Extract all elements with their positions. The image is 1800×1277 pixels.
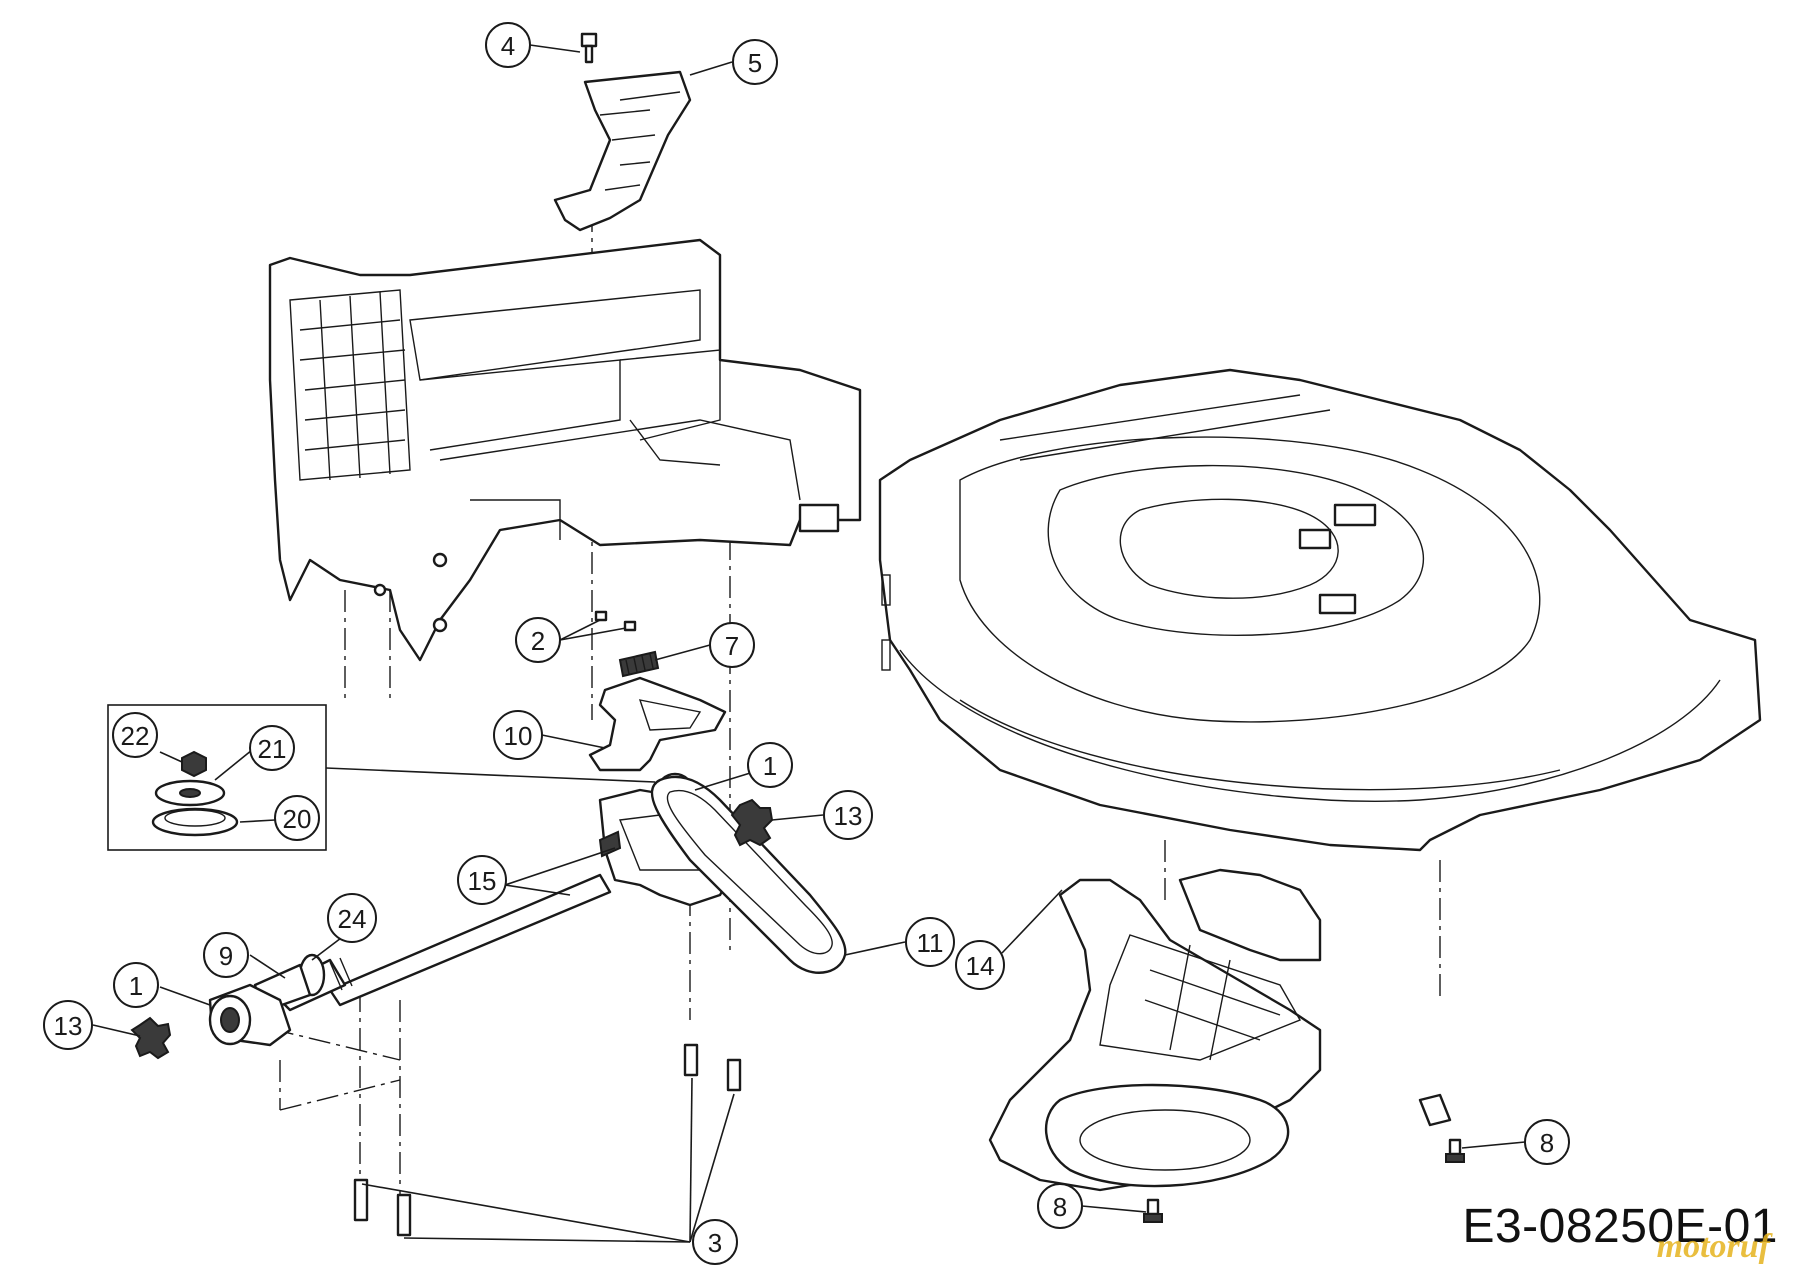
mower-deck — [878, 368, 1762, 852]
part-2-screws — [594, 610, 637, 632]
part-20-pulley — [151, 807, 239, 837]
part-11-drive-belt — [650, 775, 847, 974]
callout-label: 2 — [531, 626, 545, 656]
callout-label: 3 — [708, 1228, 722, 1258]
callout-9: 9 — [203, 932, 249, 978]
callout-label: 21 — [258, 734, 287, 764]
callout-13-upper: 13 — [823, 790, 873, 840]
callout-label: 24 — [338, 904, 367, 934]
callout-label: 1 — [763, 751, 777, 781]
part-14-discharge-chute — [988, 868, 1452, 1192]
part-8-screw-right — [1445, 1138, 1465, 1163]
diagram-code: E3-08250E-01 — [1462, 1200, 1778, 1253]
watermark-logo: motoruf — [1657, 1228, 1770, 1266]
callout-label: 7 — [725, 631, 739, 661]
part-13-drive-gear-upper — [730, 798, 774, 847]
part-21-washer — [154, 779, 226, 807]
callout-22: 22 — [112, 712, 158, 758]
callout-label: 13 — [834, 801, 863, 831]
part-10-drive-bracket — [588, 676, 727, 772]
callout-8-right: 8 — [1524, 1119, 1570, 1165]
callout-label: 8 — [1540, 1128, 1554, 1158]
watermark-text: motoruf — [1656, 1228, 1770, 1265]
callout-label: 13 — [54, 1011, 83, 1041]
callout-2: 2 — [515, 617, 561, 663]
callout-11: 11 — [905, 917, 955, 967]
rear-frame-housing — [268, 238, 862, 662]
callout-label: 14 — [966, 951, 995, 981]
callout-10: 10 — [493, 710, 543, 760]
callout-label: 22 — [121, 721, 150, 751]
callout-13-lower: 13 — [43, 1000, 93, 1050]
callout-1-lower: 1 — [113, 962, 159, 1008]
callout-label: 1 — [129, 971, 143, 1001]
callout-5: 5 — [732, 39, 778, 85]
part-1-pinion-housing-lower — [208, 983, 292, 1047]
part-22-nut — [181, 750, 207, 778]
callout-20: 20 — [274, 795, 320, 841]
callout-15: 15 — [457, 855, 507, 905]
callout-24: 24 — [327, 893, 377, 943]
callout-label: 15 — [468, 866, 497, 896]
part-7-spring — [618, 650, 660, 678]
part-8-screw-left — [1143, 1198, 1163, 1223]
part-5-handle-bracket — [553, 70, 692, 232]
part-13-drive-gear-lower — [130, 1016, 172, 1060]
callout-label: 8 — [1053, 1192, 1067, 1222]
callout-7: 7 — [709, 622, 755, 668]
callout-label: 10 — [504, 721, 533, 751]
inset-pulley-assembly — [107, 704, 656, 851]
callout-label: 11 — [917, 928, 944, 958]
callout-label: 5 — [748, 48, 762, 78]
callout-label: 9 — [219, 941, 233, 971]
part-3-bolts — [353, 1043, 742, 1237]
part-4-bolt — [580, 32, 598, 64]
callout-label: 20 — [283, 804, 312, 834]
callout-1-upper: 1 — [747, 742, 793, 788]
leader-lines — [92, 44, 1526, 1243]
callout-label: 4 — [501, 31, 515, 61]
callout-4: 4 — [485, 22, 531, 68]
callout-8-left: 8 — [1037, 1183, 1083, 1229]
callout-21: 21 — [249, 725, 295, 771]
callout-3: 3 — [692, 1219, 738, 1265]
callout-14: 14 — [955, 940, 1005, 990]
